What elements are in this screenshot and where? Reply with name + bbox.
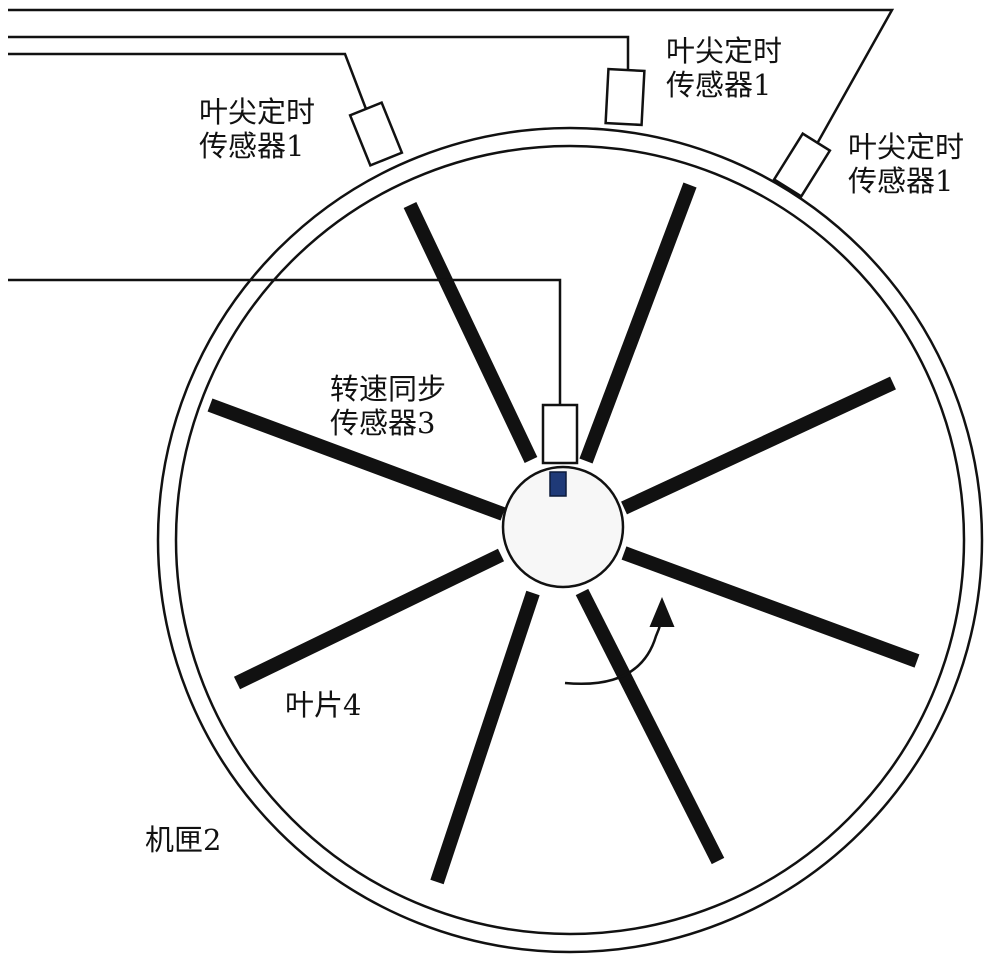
tip-sensor-left-wire bbox=[8, 52, 368, 110]
tip-sensor-top-label-line2: 传感器1 bbox=[666, 68, 772, 102]
tip-sensor-right bbox=[772, 131, 832, 199]
tip-sensor-right-label: 叶尖定时 传感器1 bbox=[848, 130, 964, 198]
casing-outer-ring bbox=[156, 126, 984, 954]
blade bbox=[621, 376, 896, 515]
blades bbox=[207, 182, 920, 885]
blade-label-text: 叶片4 bbox=[285, 688, 362, 722]
blade bbox=[403, 201, 538, 464]
blade bbox=[233, 548, 505, 690]
tip-sensor-top bbox=[604, 67, 646, 127]
casing-inner-ring bbox=[174, 144, 966, 936]
speed-sensor-label-line2: 传感器3 bbox=[330, 406, 436, 440]
tip-sensor-top-wire bbox=[8, 35, 630, 70]
casing-label: 机匣2 bbox=[145, 823, 221, 857]
blade bbox=[575, 588, 725, 865]
tip-sensor-right-label-line1: 叶尖定时 bbox=[848, 130, 965, 164]
speed-sensor-wire bbox=[8, 278, 562, 405]
blade bbox=[621, 546, 920, 668]
rotor-hub bbox=[501, 465, 625, 589]
speed-sync-sensor bbox=[541, 403, 579, 465]
tip-sensor-left-label-line2: 传感器1 bbox=[199, 129, 305, 163]
blade-label: 叶片4 bbox=[285, 688, 361, 722]
blade bbox=[207, 398, 506, 521]
rotation-arrow bbox=[564, 597, 675, 685]
blade bbox=[579, 182, 697, 464]
tip-sensor-right-label-line2: 传感器1 bbox=[848, 164, 954, 198]
casing-label-text: 机匣2 bbox=[145, 823, 222, 857]
blade bbox=[430, 590, 540, 885]
tip-sensor-left-label-line1: 叶尖定时 bbox=[199, 95, 316, 129]
speed-marker bbox=[549, 471, 567, 497]
tip-sensor-right-wire bbox=[8, 8, 895, 143]
tip-sensor-left-label: 叶尖定时 传感器1 bbox=[199, 95, 315, 163]
tip-sensor-left bbox=[348, 100, 404, 168]
speed-sensor-label-line1: 转速同步 bbox=[330, 372, 447, 406]
speed-sensor-label: 转速同步 传感器3 bbox=[330, 372, 446, 440]
tip-sensor-top-label: 叶尖定时 传感器1 bbox=[666, 34, 782, 102]
tip-sensor-top-label-line1: 叶尖定时 bbox=[666, 34, 783, 68]
